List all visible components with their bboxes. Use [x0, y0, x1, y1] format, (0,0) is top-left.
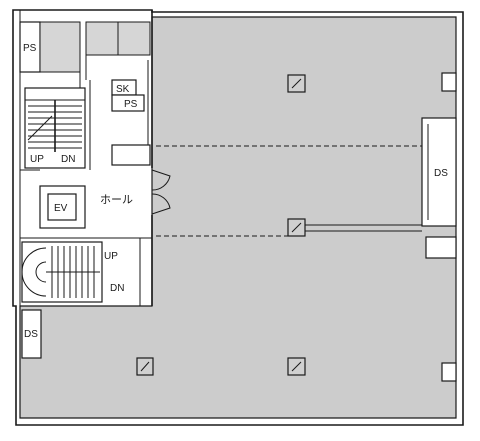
shaft-hatched-left [39, 21, 81, 73]
column [287, 74, 306, 93]
column-mark [140, 361, 150, 372]
ps-room-small [111, 94, 145, 112]
elevator-car [47, 193, 77, 221]
column-mark [291, 222, 302, 233]
column-mark [291, 361, 302, 372]
lower-stair-up-label: UP [104, 251, 118, 262]
lower-stair-treads [51, 246, 95, 298]
sk-label: SK [116, 84, 130, 95]
upper-stair-dn-label: DN [61, 154, 75, 165]
upper-stair-up-label: UP [30, 154, 44, 165]
entrance-door-upper [151, 169, 171, 191]
lower-stair-winder-inner [35, 261, 47, 283]
column [287, 218, 306, 237]
lower-stair-dn-label: DN [110, 283, 124, 294]
ps-small-label: PS [124, 99, 138, 110]
column-mark [291, 78, 302, 89]
small-shaft-right [425, 236, 457, 259]
upper-stair-treads [28, 105, 82, 149]
ds-right-label: DS [434, 168, 448, 179]
column [136, 357, 154, 376]
storage-box [111, 144, 151, 166]
hall-label: ホール [100, 193, 133, 206]
lower-stair-winder [21, 247, 47, 297]
ds-room-left [21, 309, 42, 359]
column [287, 357, 306, 376]
stair-break-line [27, 115, 53, 141]
ds-left-label: DS [24, 329, 38, 340]
wall-notch-upper [441, 72, 457, 92]
ps-top-label: PS [23, 43, 37, 54]
elevator-label: EV [54, 203, 68, 214]
entrance-door-lower [151, 193, 171, 215]
wall-notch-lower [441, 362, 457, 382]
